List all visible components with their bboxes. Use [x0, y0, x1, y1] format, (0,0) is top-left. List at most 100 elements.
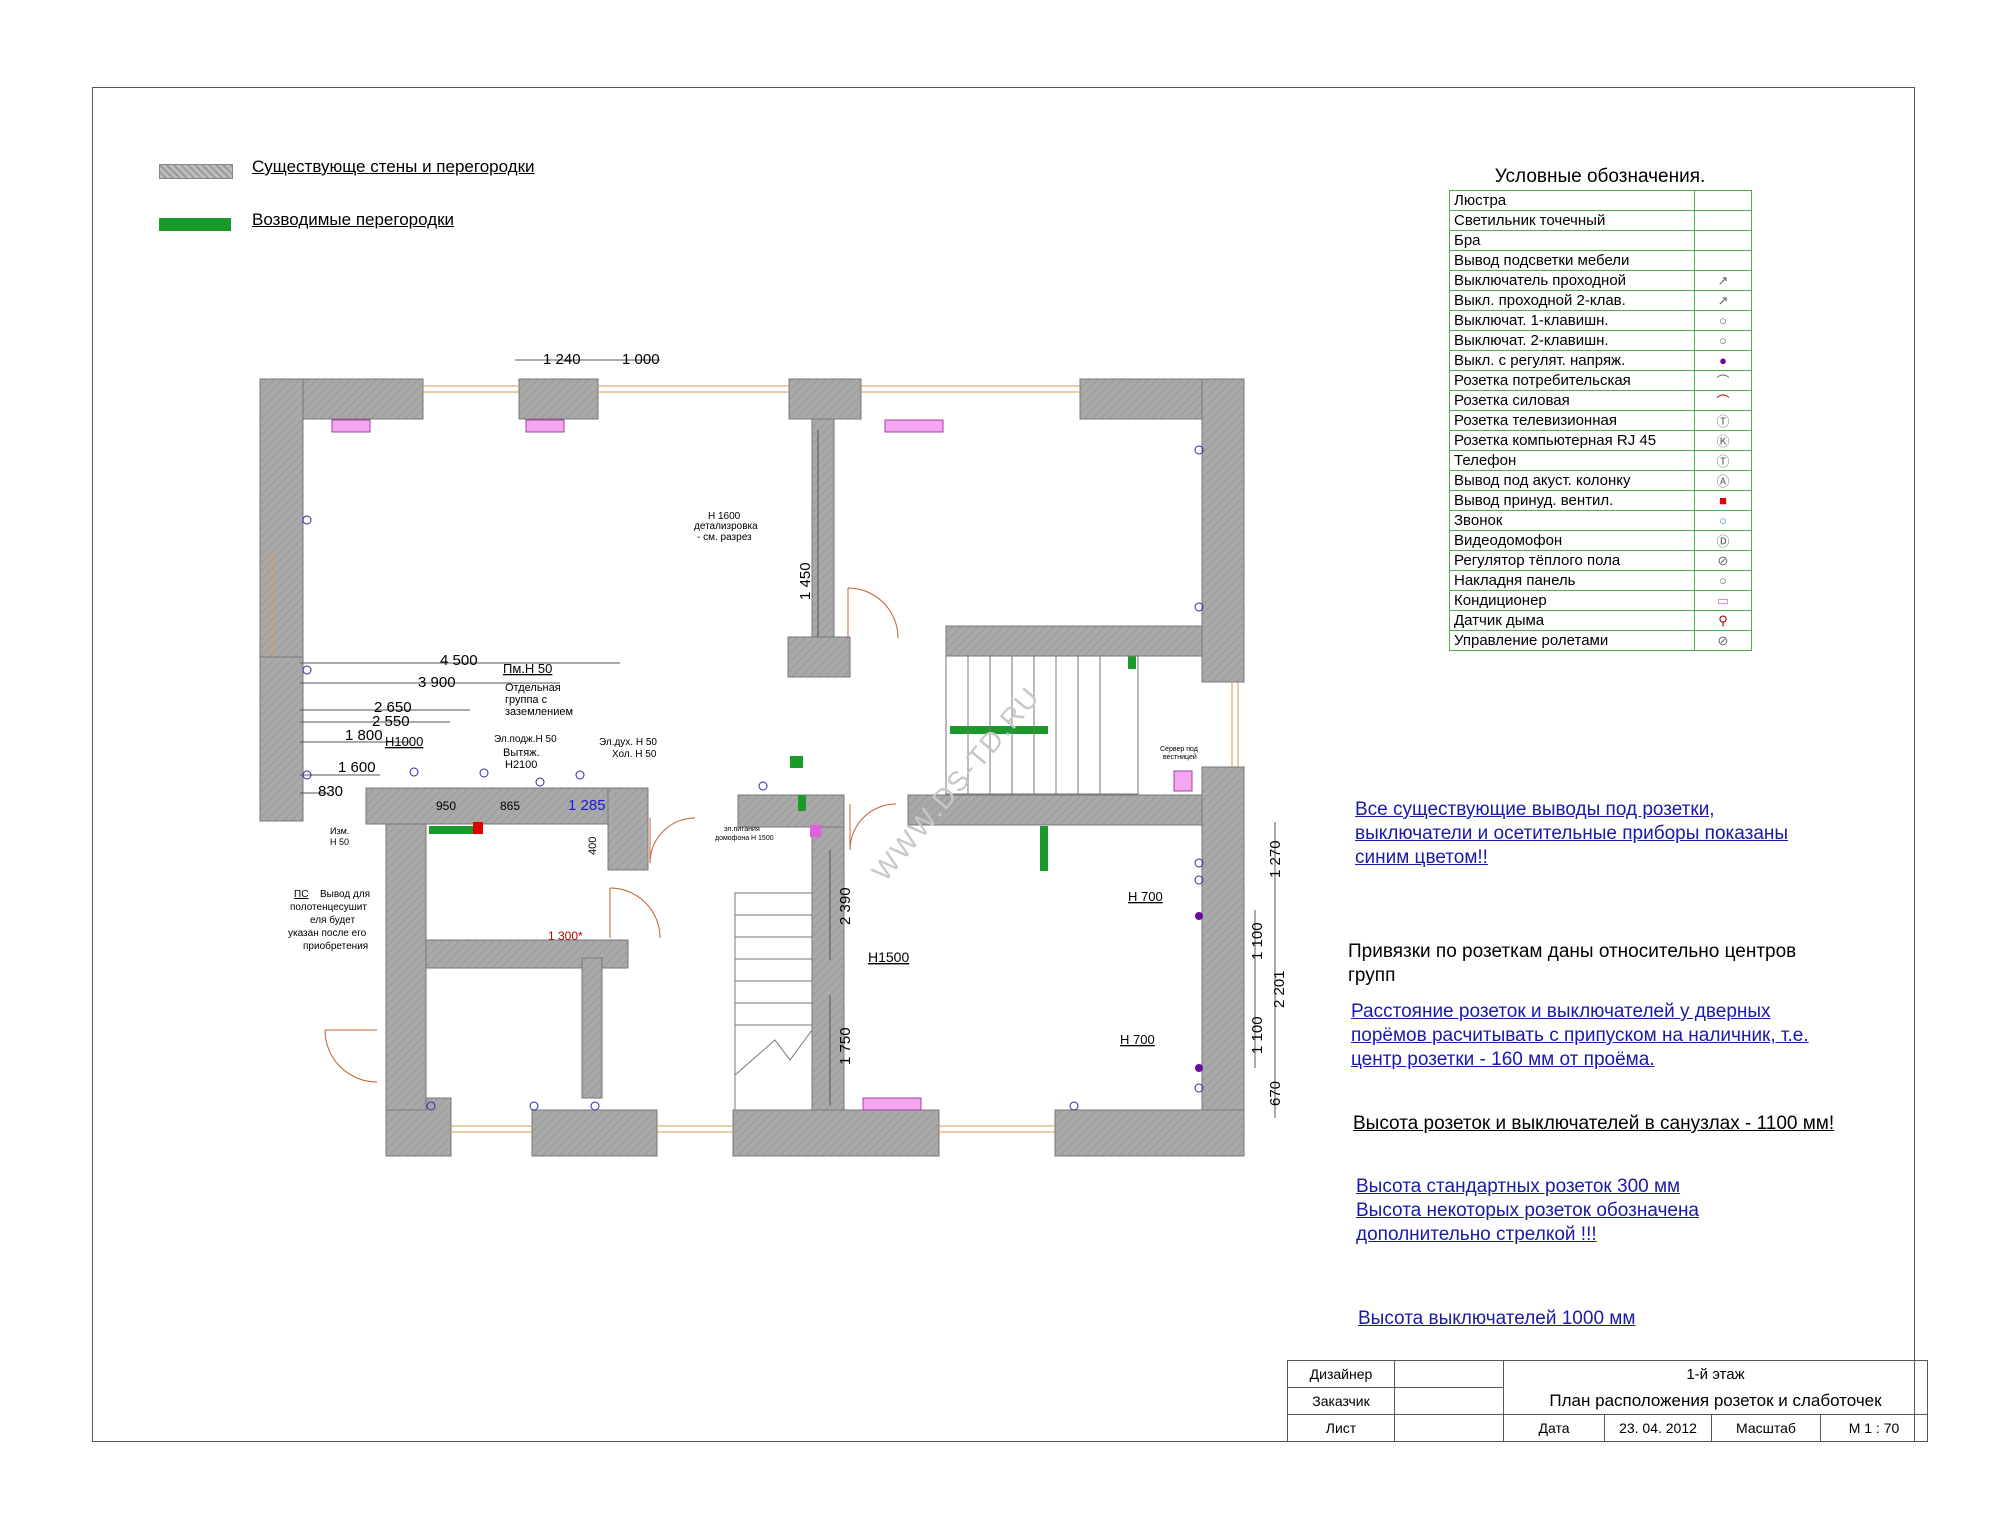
- power-socket-icon: ⌒: [1694, 390, 1752, 411]
- right-dim-4: 1 100: [1249, 1016, 1266, 1054]
- callout-fridge: Хол. Н 50: [612, 749, 657, 760]
- left-dim-4: 2 550: [372, 713, 410, 730]
- wall-dim-2: 865: [500, 799, 520, 813]
- new-walls-label: Возводимые перегородки: [252, 210, 455, 229]
- sheet-value: [1394, 1414, 1504, 1442]
- vert-dim-3: 1 750: [837, 1027, 854, 1065]
- left-dim-5: 1 800: [345, 727, 383, 744]
- legend-label: Выключатель проходной: [1449, 270, 1695, 291]
- legend-row: Люстра: [1449, 190, 1752, 211]
- intercom-box: [810, 825, 821, 837]
- right-dim-2: 1 100: [1249, 922, 1266, 960]
- date-label: Дата: [1503, 1414, 1605, 1442]
- new-partitions: [429, 656, 1136, 871]
- note-socket-height: Высота стандартных розеток 300 мм Высота…: [1356, 1176, 1700, 1245]
- scale-value: М 1 : 70: [1820, 1414, 1928, 1442]
- legend-row: Датчик дыма⚲: [1449, 610, 1752, 631]
- callout-group: группа с: [505, 694, 548, 706]
- existing-outlets: [302, 445, 1204, 1111]
- callout-towel-5: приобретения: [303, 940, 368, 952]
- left-dim-7: 830: [318, 783, 343, 800]
- legend-row: Бра: [1449, 230, 1752, 251]
- sheet-label: Лист: [1287, 1414, 1395, 1442]
- windows: [267, 385, 1239, 1133]
- callout-h1600: Н 1600: [708, 511, 741, 522]
- title-block: Дизайнер 1-й этаж Заказчик План располож…: [1287, 1360, 1928, 1442]
- legend-row: Регулятор тёплого пола⊘: [1449, 550, 1752, 571]
- callout-grounding: заземлением: [505, 706, 573, 718]
- callout-ps: ПС: [294, 889, 308, 900]
- drawing-frame: [92, 87, 1915, 1442]
- stairs: [734, 655, 1139, 1111]
- legend-row: Управление ролетами⊘: [1449, 630, 1752, 651]
- designer-value: [1394, 1360, 1504, 1388]
- wall-dim-1: 950: [436, 799, 456, 813]
- new-walls-swatch: [159, 218, 231, 231]
- legend-label: Выключат. 2-клавишн.: [1449, 330, 1695, 351]
- dimension-lines: [300, 359, 1276, 1118]
- left-dim-3: 2 650: [374, 699, 412, 716]
- callout-separate: Отдельная: [505, 682, 561, 694]
- height-h700-b: H 700: [1120, 1032, 1155, 1047]
- callout-intercom: эл.питания: [724, 826, 760, 833]
- legend-label: Накладня панель: [1449, 570, 1695, 591]
- legend-row: Выключат. 1-клавишн.○: [1449, 310, 1752, 331]
- legend-row: Кондиционер▭: [1449, 590, 1752, 611]
- right-dim-5: 670: [1267, 1081, 1284, 1106]
- switch-pass2-icon: ↗: [1694, 290, 1752, 311]
- ventilation-marker: [473, 822, 483, 834]
- note-door-distance: Расстояние розеток и выключателей у двер…: [1351, 1001, 1809, 1070]
- designer-label: Дизайнер: [1287, 1360, 1395, 1388]
- shutter-control-icon: ⊘: [1694, 630, 1752, 651]
- vert-dim-1: 1 450: [797, 562, 814, 600]
- wall-dim-3: 1 285: [568, 797, 606, 814]
- height-h1000: H1000: [385, 734, 423, 749]
- legend-row: Звонок○: [1449, 510, 1752, 531]
- vert-dim-2: 2 390: [837, 887, 854, 925]
- right-dim-3: 2 201: [1271, 970, 1288, 1008]
- callout-hood: Вытяж.: [503, 747, 540, 759]
- note-bathroom-height: Высота розеток и выключателей в санузлах…: [1353, 1113, 1835, 1134]
- callout-hood-h: Н2100: [505, 759, 537, 771]
- red-dim: 1 300*: [548, 929, 583, 943]
- legend-row: Розетка потребительская⌒: [1449, 370, 1752, 391]
- callout-server: Сервер под: [1160, 746, 1198, 753]
- note-switch-height: Высота выключателей 1000 мм: [1358, 1308, 1636, 1329]
- right-dim-1: 1 270: [1267, 840, 1284, 878]
- top-dim-2: 1 000: [622, 351, 660, 368]
- doors: [324, 587, 899, 1083]
- callout-meas: Изм.: [330, 826, 349, 836]
- floor-label: 1-й этаж: [1503, 1360, 1928, 1388]
- intercom-icon: Ⓓ: [1694, 530, 1752, 551]
- watermark: WWW.DS-TD.RU: [866, 681, 1046, 887]
- left-dim-1: 4 500: [440, 652, 478, 669]
- air-conditioner-units: [331, 419, 1193, 1111]
- drawing-title: План расположения розеток и слаботочек: [1503, 1387, 1928, 1415]
- note-group-anchors: Привязки по розеткам даны относительно ц…: [1348, 941, 1797, 986]
- legend-row: Выключат. 2-клавишн.○: [1449, 330, 1752, 351]
- left-dim-6: 1 600: [338, 759, 376, 776]
- dimmer-markers: [1195, 912, 1203, 1072]
- switch-pass-icon: ↗: [1694, 270, 1752, 291]
- legend-label: Звонок: [1449, 510, 1695, 531]
- callout-floor-heat: Эл.подж.Н 50: [494, 734, 557, 745]
- legend-label: Вывод подсветки мебели: [1449, 250, 1695, 271]
- legend-label: Розетка потребительская: [1449, 370, 1695, 391]
- callout-oven: Эл.дух. Н 50: [599, 737, 657, 748]
- customer-label: Заказчик: [1287, 1387, 1395, 1415]
- legend-row: Накладня панель○: [1449, 570, 1752, 591]
- left-dim-2: 3 900: [418, 674, 456, 691]
- note-existing-outlets: Все существующие выводы под розетки, вык…: [1355, 799, 1789, 868]
- callout-towel-1: Вывод для: [320, 889, 370, 900]
- callout-intercom-2: домофона Н 1500: [715, 835, 774, 842]
- legend-label: Управление ролетами: [1449, 630, 1695, 651]
- height-h700-a: H 700: [1128, 889, 1163, 904]
- date-value: 23. 04. 2012: [1604, 1414, 1712, 1442]
- legend-row: Светильник точечный: [1449, 210, 1752, 231]
- customer-value: [1394, 1387, 1504, 1415]
- scale-label: Масштаб: [1711, 1414, 1821, 1442]
